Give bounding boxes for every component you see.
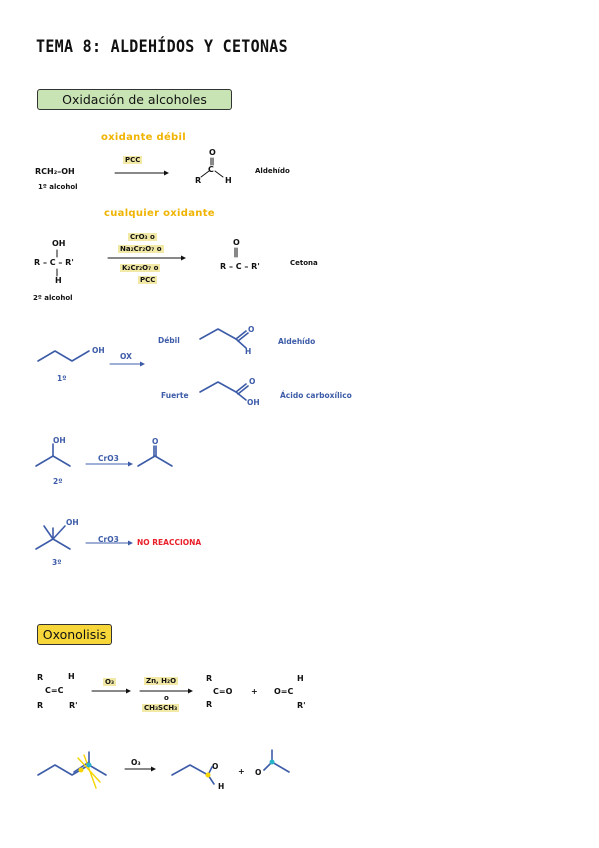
aldehyde-O: O [209, 148, 216, 157]
page-title: TEMA 8: ALDEHÍDOS Y CETONAS [36, 36, 288, 57]
oz-reagent-dms: CH₃SCH₃ [142, 704, 180, 712]
ex1-weak-product: Aldehído [278, 337, 316, 346]
ex1-weak-O: O [248, 325, 255, 334]
section-header-ozonolysis: Oxonolisis [37, 624, 112, 645]
ex2-O: O [152, 437, 159, 446]
ex1-strong-O: O [249, 377, 256, 386]
oz-plus1: + [251, 687, 258, 696]
oz-R-prime: R' [69, 701, 78, 710]
oz-prod2-R: R' [297, 701, 306, 710]
ketone-O: O [233, 238, 240, 247]
ex2-degree: 2º [53, 477, 63, 486]
ex1-weak-H: H [245, 347, 252, 356]
oz-reagent-o3: O₃ [103, 678, 117, 686]
primary-alcohol-label: 1º alcohol [38, 183, 78, 191]
oz-ex-H: H [218, 782, 225, 791]
propanol-skeleton [37, 350, 90, 362]
oz-ex-O2: O [255, 768, 262, 777]
secondary-OH: OH [52, 239, 66, 248]
ex3-degree: 3º [52, 558, 62, 567]
ex1-weak-label: Débil [158, 336, 180, 345]
ex2-reagent: CrO3 [98, 454, 119, 463]
oz-prod1-R-top: R [206, 674, 213, 683]
secondary-alcohol-label: 2º alcohol [33, 294, 73, 302]
reagent-cro3: CrO₃ o [128, 233, 157, 241]
secondary-H: H [55, 276, 62, 285]
oz-reagent-zn: Zn, H₂O [144, 677, 179, 685]
oz-plus2: + [238, 767, 245, 776]
oz-R-bottom: R [37, 701, 44, 710]
secondary-chain: R – C – R' [34, 258, 74, 267]
ex1-strong-product: Ácido carboxílico [280, 391, 352, 400]
oz-H-top: H [68, 672, 75, 681]
ex1-strong-OH: OH [247, 398, 260, 407]
ketone-chain: R – C – R' [220, 262, 260, 271]
aldehyde-label: Aldehído [255, 167, 290, 175]
oz-prod1-R-bottom: R [206, 700, 213, 709]
ex1-strong-label: Fuerte [161, 391, 189, 400]
ex1-degree: 1º [57, 374, 67, 383]
ex3-reagent: CrO3 [98, 535, 119, 544]
ketone-label: Cetona [290, 259, 318, 267]
aldehyde-R: R [195, 176, 202, 185]
section-header-oxidation: Oxidación de alcoholes [37, 89, 232, 110]
oz-ex-reagent: O₃ [131, 758, 141, 767]
oz-prod2-H: H [297, 674, 304, 683]
reagent-k2cr2o7: K₂Cr₂O₇ o [120, 264, 161, 272]
primary-alcohol-formula: RCH₂–OH [35, 167, 75, 176]
alkene-skeleton [37, 764, 107, 776]
oz-reagent-or: o [164, 694, 169, 702]
oz-alkene: C=C [45, 686, 64, 695]
reagent-pcc: PCC [138, 276, 158, 284]
weak-oxidant-label: oxidante débil [101, 132, 186, 143]
pcc-reagent: PCC [123, 156, 143, 164]
oz-prod2: O=C [274, 687, 294, 696]
oz-prod1: C=O [213, 687, 233, 696]
oz-ex-O: O [212, 762, 219, 771]
aldehyde-C: C [208, 165, 214, 174]
ex2-OH: OH [53, 436, 66, 445]
any-oxidant-label: cualquier oxidante [104, 208, 215, 219]
aldehyde-H: H [225, 176, 232, 185]
oz-R-top: R [37, 673, 44, 682]
ex3-result: NO REACCIONA [137, 538, 202, 547]
ex1-OH: OH [92, 346, 105, 355]
ex1-ox-reagent: OX [120, 352, 132, 361]
reagent-na2cr2o7: Na₂Cr₂O₇ o [118, 245, 164, 253]
ex3-OH: OH [66, 518, 79, 527]
